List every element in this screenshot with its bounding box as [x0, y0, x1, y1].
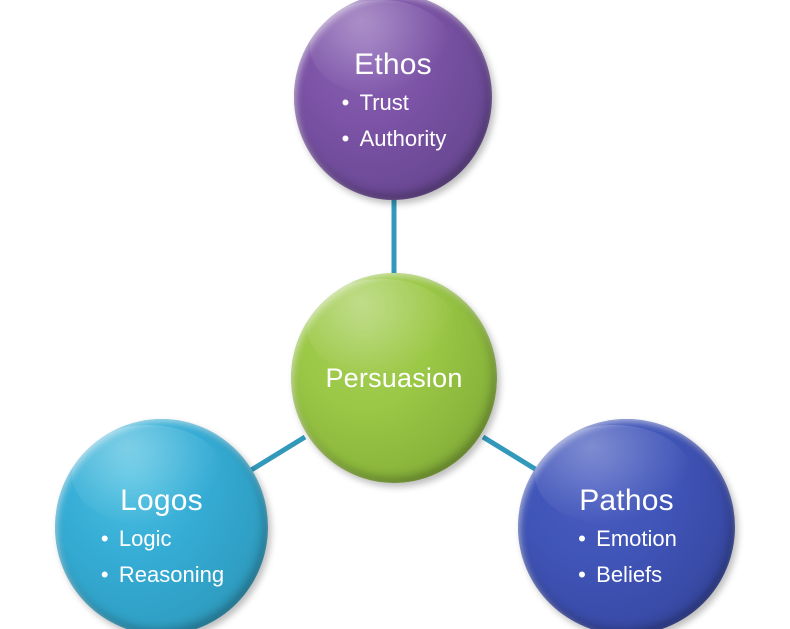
list-item-label: Reasoning — [118, 561, 225, 587]
node-pathos-list: • Emotion • Beliefs — [576, 521, 677, 592]
list-item: • Logic — [99, 521, 224, 557]
node-logos-list: • Logic • Reasoning — [99, 521, 224, 592]
node-logos[interactable]: Logos • Logic • Reasoning — [55, 419, 268, 629]
node-logos-title: Logos — [120, 483, 203, 517]
bullet-icon: • — [578, 561, 586, 587]
node-ethos-list: • Trust • Authority — [340, 85, 447, 156]
node-pathos-title: Pathos — [579, 483, 674, 517]
node-pathos[interactable]: Pathos • Emotion • Beliefs — [518, 419, 735, 629]
list-item: • Trust — [340, 85, 447, 121]
list-item-label: Logic — [118, 526, 172, 552]
list-item: • Emotion — [576, 521, 677, 557]
bullet-icon: • — [578, 526, 586, 552]
list-item-label: Authority — [359, 125, 447, 151]
list-item-label: Trust — [359, 90, 409, 116]
connector-persuasion-logos — [246, 434, 307, 475]
bullet-icon: • — [100, 561, 109, 587]
list-item-label: Emotion — [596, 526, 677, 552]
bullet-icon: • — [100, 526, 109, 552]
node-ethos[interactable]: Ethos • Trust • Authority — [294, 0, 492, 200]
list-item-label: Beliefs — [596, 561, 663, 587]
node-persuasion[interactable]: Persuasion — [291, 273, 497, 483]
node-persuasion-title: Persuasion — [325, 362, 463, 393]
connector-persuasion-pathos — [481, 434, 542, 475]
bullet-icon: • — [341, 90, 350, 116]
node-ethos-title: Ethos — [354, 47, 432, 81]
list-item: • Authority — [340, 121, 447, 157]
list-item: • Beliefs — [576, 557, 677, 593]
list-item: • Reasoning — [99, 557, 224, 593]
bullet-icon: • — [341, 125, 350, 151]
